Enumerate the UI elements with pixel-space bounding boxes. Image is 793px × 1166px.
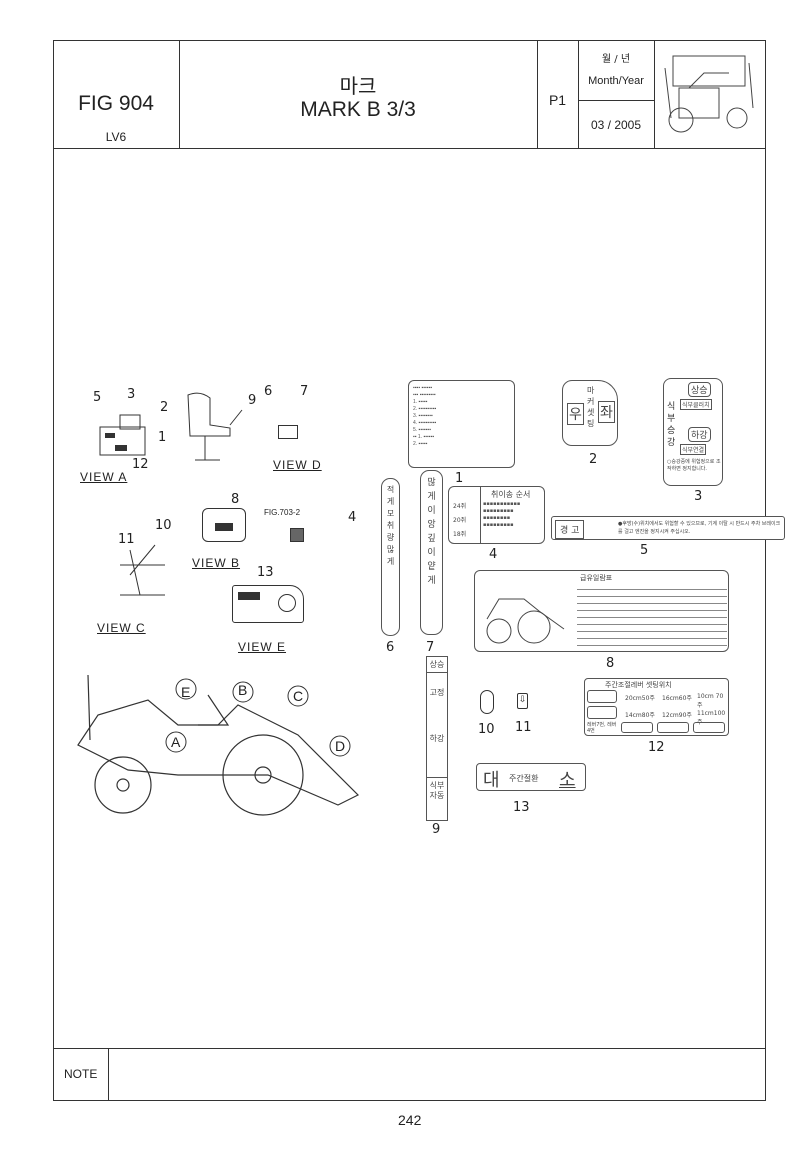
- view-e-drawing: [232, 585, 304, 623]
- seat-drawing: [187, 392, 243, 461]
- model: LV6: [105, 130, 127, 144]
- callout-13: 13: [257, 565, 274, 580]
- decal-2-number: 2: [589, 452, 598, 467]
- decal-12-number: 12: [648, 740, 665, 755]
- page-number: 242: [398, 1112, 422, 1128]
- decal-6: 적게 모 취량 많게: [381, 478, 400, 636]
- page-code: P1: [548, 92, 567, 108]
- callout-4: 4: [348, 510, 357, 525]
- decal-5-number: 5: [640, 543, 649, 558]
- decal-2: 우 마커셋팅 좌: [562, 380, 618, 446]
- callout-12: 12: [132, 457, 149, 472]
- callout-5: 5: [93, 390, 102, 405]
- fig-reference: FIG.703-2: [264, 508, 301, 517]
- view-b-label: VIEW B: [192, 556, 241, 570]
- decal-3: 식부승강 상승 식부클러치 하강 식부연결 ○승강중에 위험정으로 조작하면 정…: [663, 378, 723, 486]
- circle-label-d: D: [335, 738, 346, 754]
- circle-label-c: C: [293, 688, 304, 704]
- decal-13-number: 13: [513, 800, 530, 815]
- callout-2: 2: [160, 400, 169, 415]
- decal-11: ⇩: [517, 693, 528, 709]
- decal-9-number: 9: [432, 822, 441, 837]
- decal-9: 상승 고정 하강 식부자동: [426, 656, 448, 821]
- callout-3: 3: [127, 387, 136, 402]
- circle-label-e: E: [181, 684, 191, 700]
- view-c-label: VIEW C: [97, 621, 146, 635]
- callout-1: 1: [158, 430, 167, 445]
- circle-label-b: B: [238, 682, 248, 698]
- callout-6: 6: [264, 384, 273, 399]
- view-d-drawing: [278, 425, 298, 439]
- decal-5: 경 고 ●후방(수)위치에서도 위험할 수 있으므로, 기계 이탈 시 반드시 …: [551, 516, 785, 540]
- decal-4: 24쥐 20쥐 18쥐 취이송 순서 ▪▪▪▪▪▪▪▪▪▪▪▪▪▪▪▪▪▪▪▪▪…: [448, 486, 545, 544]
- decal-13: 대 주간절환 소: [476, 763, 586, 791]
- page-frame: [53, 40, 766, 1101]
- view-b-drawing: [202, 508, 246, 542]
- title-ko: 마크: [339, 74, 377, 98]
- decal-3-number: 3: [694, 489, 703, 504]
- decal-7: 많게 이앙깊이 얕게: [420, 470, 443, 635]
- callout-9: 9: [248, 393, 257, 408]
- decal-1: ▪▪▪▪ ▪▪▪▪▪▪▪▪▪ ▪▪▪▪▪▪▪▪▪1. ▪▪▪▪▪2. ▪▪▪▪▪…: [408, 380, 515, 468]
- view-a-drawing: [99, 414, 146, 456]
- callout-11: 11: [118, 532, 135, 547]
- decal-7-number: 7: [426, 640, 435, 655]
- note-column-divider: [108, 1048, 109, 1101]
- header: FIG 904 LV6 마크 MARK B 3/3 P1 월 / 년 Month…: [53, 40, 766, 149]
- view-d-label: VIEW D: [273, 458, 322, 472]
- arrow-down-icon: ⇩: [518, 694, 527, 704]
- title-en: MARK B 3/3: [300, 98, 416, 121]
- decal-8: 급유일람표: [474, 570, 729, 652]
- decal-1-number: 1: [455, 471, 464, 486]
- date-label-ko: 월 / 년: [601, 54, 631, 65]
- view-e-label: VIEW E: [238, 640, 287, 654]
- note-label: NOTE: [64, 1067, 98, 1081]
- machine-thumbnail: [664, 55, 754, 133]
- decal-8-number: 8: [606, 656, 615, 671]
- fig-number: FIG 904: [78, 92, 154, 115]
- callout-7: 7: [300, 384, 309, 399]
- callout-10: 10: [155, 518, 172, 533]
- decal-10: [480, 690, 494, 714]
- part-4-drawing: [290, 528, 304, 542]
- circle-label-a: A: [171, 734, 181, 750]
- callout-8: 8: [231, 492, 240, 507]
- decal-4-number: 4: [489, 547, 498, 562]
- decal-12: 주간조절레버 셋팅위치 20cm50주 16cm60주 10cm 70주 14c…: [584, 678, 729, 736]
- decal-11-number: 11: [515, 720, 532, 735]
- date-label-en: Month/Year: [588, 75, 644, 87]
- view-c-drawing: [120, 544, 165, 596]
- note-divider: [53, 1048, 766, 1049]
- view-a-label: VIEW A: [80, 470, 128, 484]
- decal-6-number: 6: [386, 640, 395, 655]
- tractor-drawing: [77, 674, 360, 816]
- date: 03 / 2005: [590, 118, 642, 132]
- decal-10-number: 10: [478, 722, 495, 737]
